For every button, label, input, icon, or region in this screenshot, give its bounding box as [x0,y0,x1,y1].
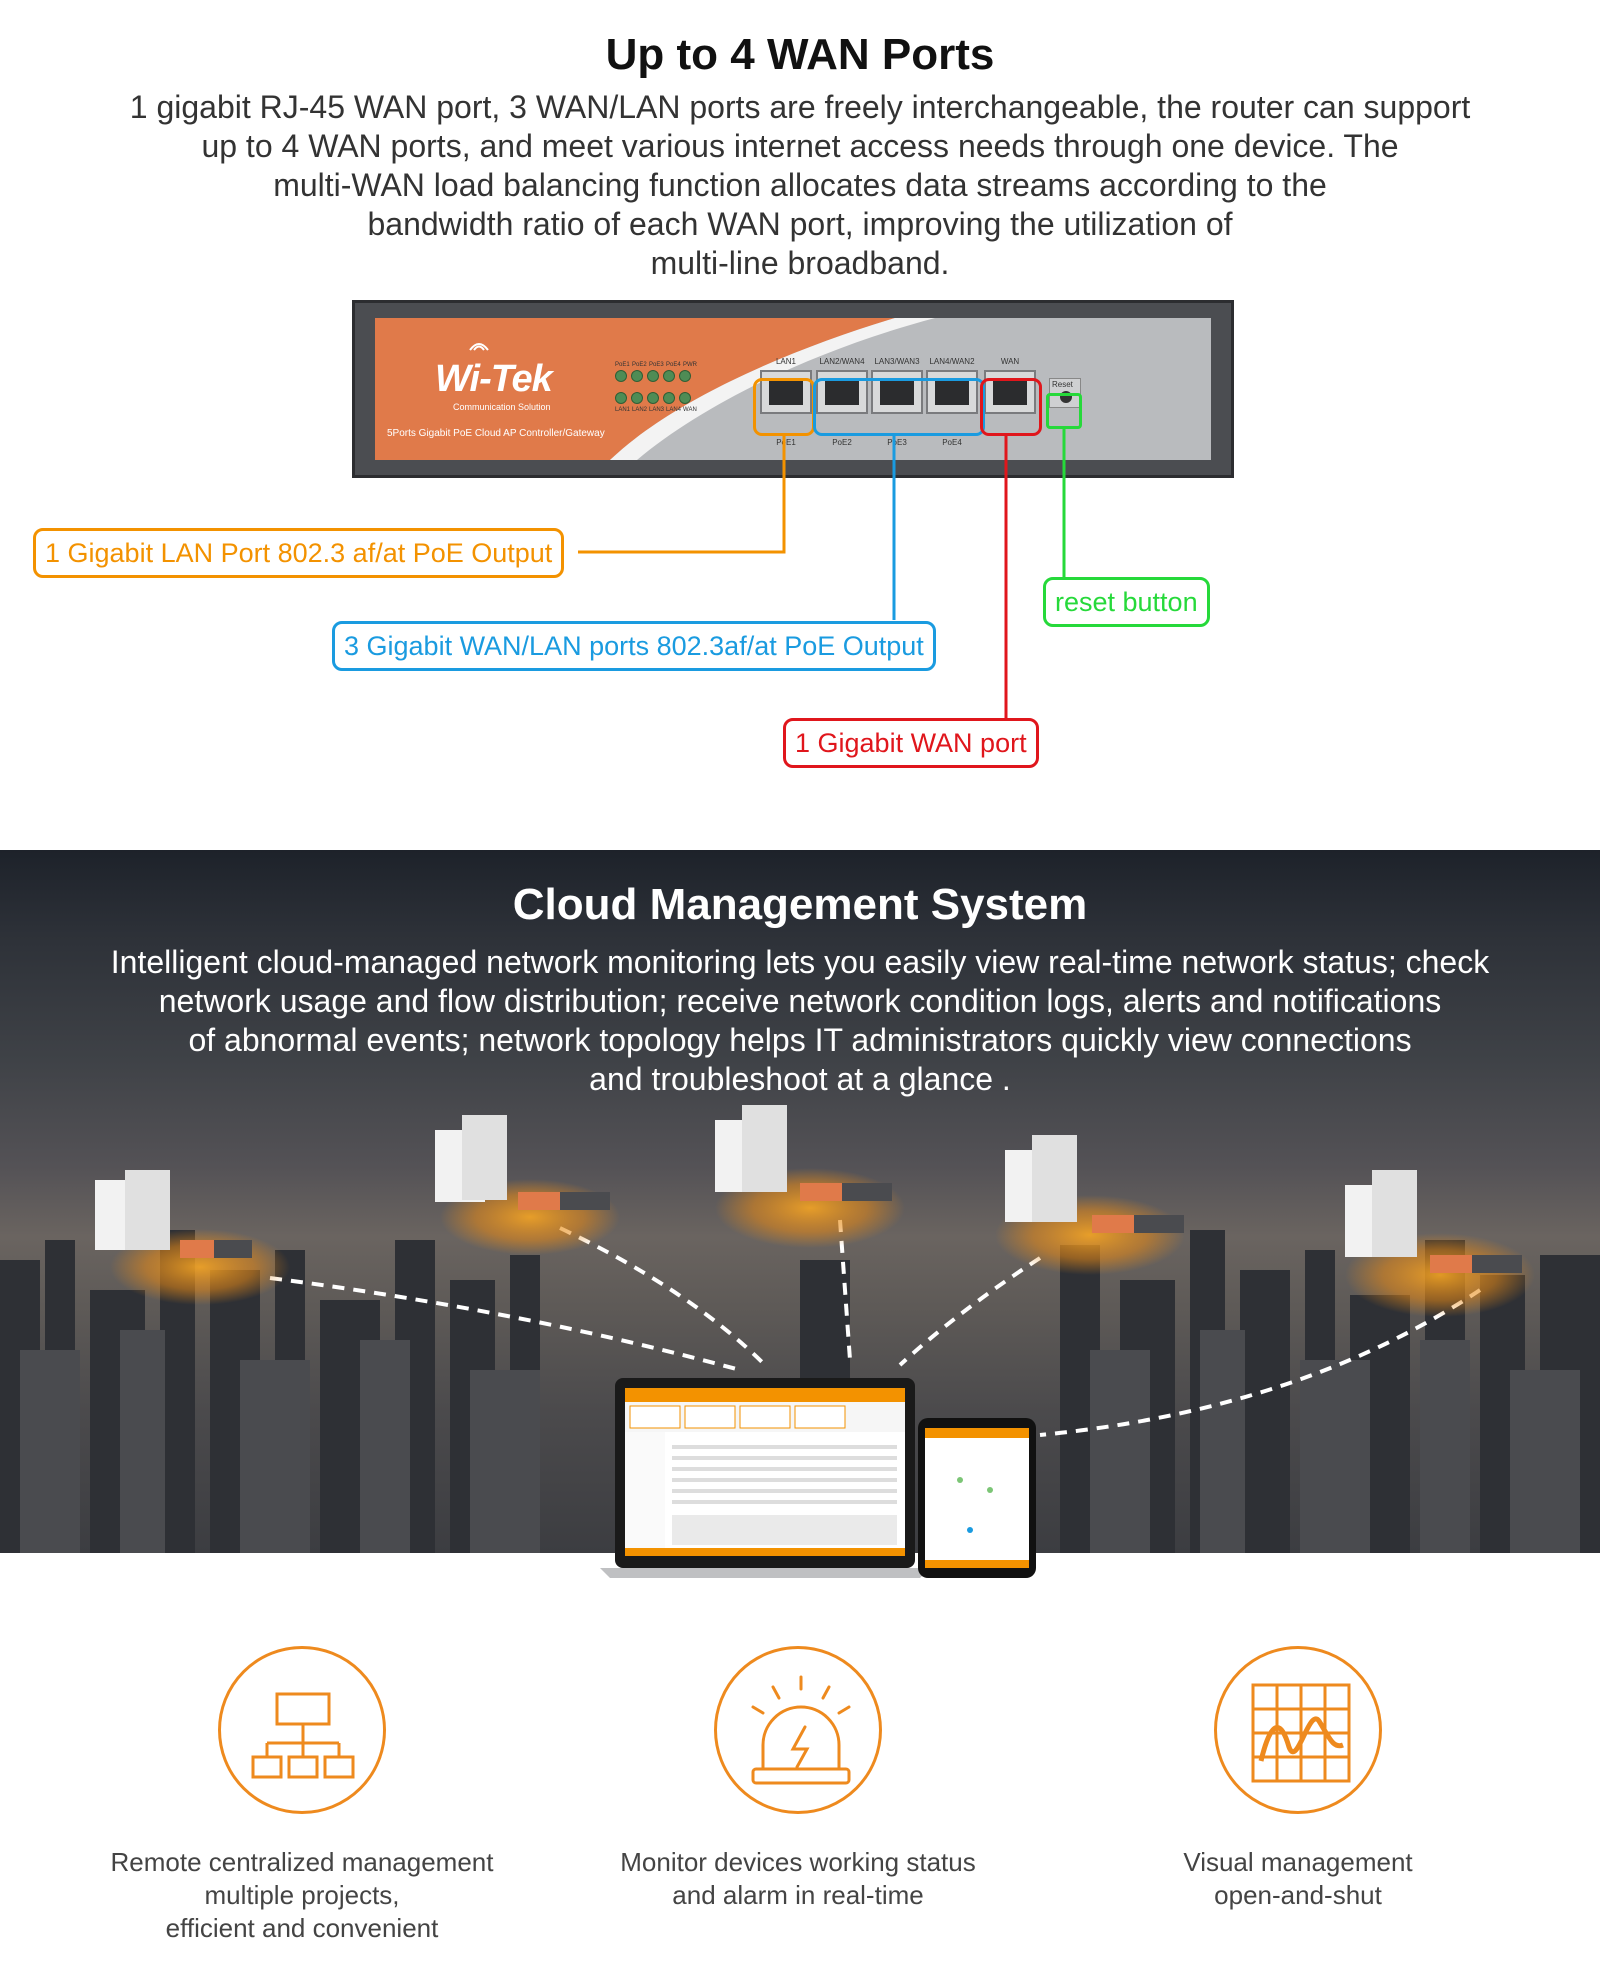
lan-port-callout: 1 Gigabit LAN Port 802.3 af/at PoE Outpu… [33,528,565,578]
site-building-2 [435,1115,620,1255]
site-building-3 [715,1105,905,1248]
wan-port [984,370,1036,414]
led [647,392,659,404]
lan4-wan2-port [926,370,978,414]
poe-label-4: PoE4 [942,438,962,447]
router-device: Wi-Tek Communication Solution 5Ports Gig… [352,300,1234,478]
port-label-lan2-wan4: LAN2/WAN4 [819,357,865,366]
brand-logo: Wi-Tek [435,358,553,400]
laptop-dashboard [600,1378,930,1578]
callout-connectors [578,429,1066,720]
network-illustration [95,1105,1535,1578]
device-front-panel: Wi-Tek Communication Solution 5Ports Gig… [375,318,1211,460]
model-name: 5Ports Gigabit PoE Cloud AP Controller/G… [387,428,605,439]
led [631,370,643,382]
alarm-icon [714,1646,882,1814]
led-label-poe4: PoE4 [666,362,681,368]
reset-button-highlight [1046,393,1082,429]
rj45-jack [769,379,803,405]
led-label-poe3: PoE3 [649,362,664,368]
chart-icon [1214,1646,1382,1814]
wan-port-callout: 1 Gigabit WAN port [783,718,1039,768]
wan-lan-ports-highlight [813,378,985,436]
lan3-wan3-port [871,370,923,414]
feature-visual-management: Visual management open-and-shut [1088,1646,1508,1912]
panel-brand-shape [375,318,935,460]
port-label-lan1: LAN1 [775,357,796,366]
port-label-lan3-wan3: LAN3/WAN3 [874,357,920,366]
reset-label: Reset [1052,380,1073,389]
tablet-dashboard [918,1418,1036,1578]
feature-remote-management-text: Remote centralized management multiple p… [110,1847,494,1943]
cloud-section-description: Intelligent cloud-managed network monito… [110,944,1490,1097]
led-label-lan1: LAN1 [615,407,631,413]
led [631,392,643,404]
brand-subtitle: Communication Solution [453,402,551,412]
wan-section-title: Up to 4 WAN Ports [605,30,995,79]
site-building-4 [995,1135,1185,1275]
led-label-lan4: LAN4 [666,407,682,413]
wifi-icon [469,343,489,351]
wan-section-description: 1 gigabit RJ-45 WAN port, 3 WAN/LAN port… [129,89,1471,281]
rj45-jack [880,379,914,405]
feature-monitor-alarm: Monitor devices working status and alarm… [588,1646,1008,1912]
led-label-poe2: PoE2 [632,362,647,368]
led [615,392,627,404]
wan-port-highlight [980,378,1042,436]
led [615,370,627,382]
lan1-port [760,370,812,414]
port-label-lan4-wan2: LAN4/WAN2 [929,357,975,366]
reset-button-callout: reset button [1043,577,1210,627]
feature-remote-management: Remote centralized management multiple p… [92,1646,512,1945]
lan2-wan4-port [816,370,868,414]
led-label-lan3: LAN3 [649,407,665,413]
led-label-poe1: PoE1 [615,362,630,368]
city-skyline [0,1230,1600,1553]
led-row-poe [615,370,691,382]
site-building-5 [1345,1170,1535,1317]
hierarchy-icon [218,1646,386,1814]
led-label-pwr: PWR [683,362,697,368]
rj45-jack [935,379,969,405]
site-building-1 [95,1170,290,1305]
led-label-wan: WAN [683,407,697,413]
led [679,370,691,382]
feature-monitor-alarm-text: Monitor devices working status and alarm… [620,1847,976,1910]
wan-lan-ports-callout: 3 Gigabit WAN/LAN ports 802.3af/at PoE O… [332,621,936,671]
led [647,370,659,382]
led [679,392,691,404]
led-label-lan2: LAN2 [632,407,648,413]
cloud-section-title: Cloud Management System [512,880,1088,929]
poe-label-1: PoE1 [776,438,796,447]
led [663,370,675,382]
led [663,392,675,404]
feature-visual-management-text: Visual management open-and-shut [1183,1847,1413,1910]
port-label-wan: WAN [1000,357,1020,366]
rj45-jack [825,379,859,405]
poe-label-2: PoE2 [832,438,852,447]
led-row-link [615,392,691,404]
poe-label-3: PoE3 [887,438,907,447]
rj45-jack [993,379,1027,405]
